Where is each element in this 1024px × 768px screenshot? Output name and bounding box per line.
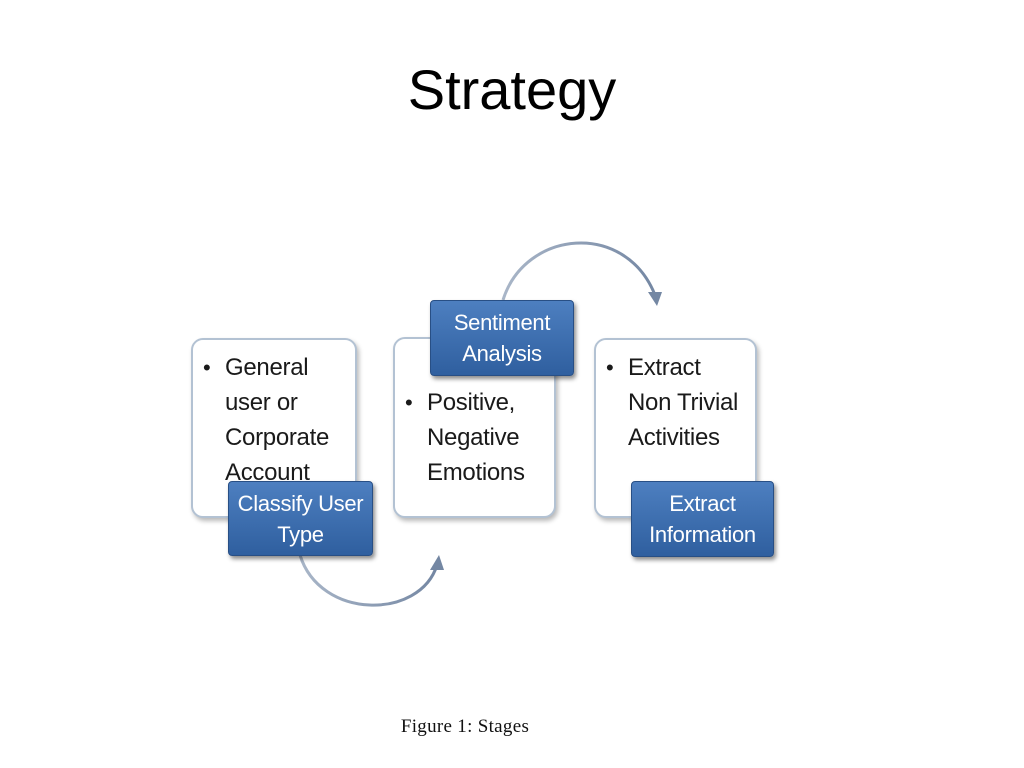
stage-3-label-line2: Information bbox=[649, 522, 756, 547]
slide-title: Strategy bbox=[407, 58, 617, 121]
stage-2-label-line1: Sentiment bbox=[453, 310, 551, 335]
stage-1-bullet: General user or Corporate Account bbox=[203, 350, 349, 490]
stage-1-bullets: General user or Corporate Account bbox=[195, 350, 349, 490]
arrow-top-curve bbox=[501, 241, 657, 301]
stage-2-label: Sentiment Analysis bbox=[430, 300, 574, 376]
arrow-bottom-head bbox=[430, 555, 444, 570]
stage-1-label-line2: Type bbox=[277, 521, 324, 547]
stage-1-label: Classify User Type bbox=[228, 481, 373, 556]
stage-3-bullet: Extract Non Trivial Activities bbox=[606, 350, 749, 455]
stage-3-label-line1: Extract bbox=[669, 491, 736, 516]
stage-3-label: Extract Information bbox=[631, 481, 774, 557]
arrow-top-head bbox=[648, 292, 662, 306]
stage-1-label-line1: Classify User bbox=[237, 490, 364, 516]
stage-2-bullets: Positive, Negative Emotions bbox=[397, 385, 548, 490]
stage-2-bullet: Positive, Negative Emotions bbox=[405, 385, 548, 490]
stage-3-bullets: Extract Non Trivial Activities bbox=[598, 350, 749, 455]
stage-2-label-line2: Analysis bbox=[462, 341, 542, 366]
arrow-bottom-curve bbox=[298, 554, 439, 607]
figure-caption: Figure 1: Stages bbox=[400, 716, 530, 737]
